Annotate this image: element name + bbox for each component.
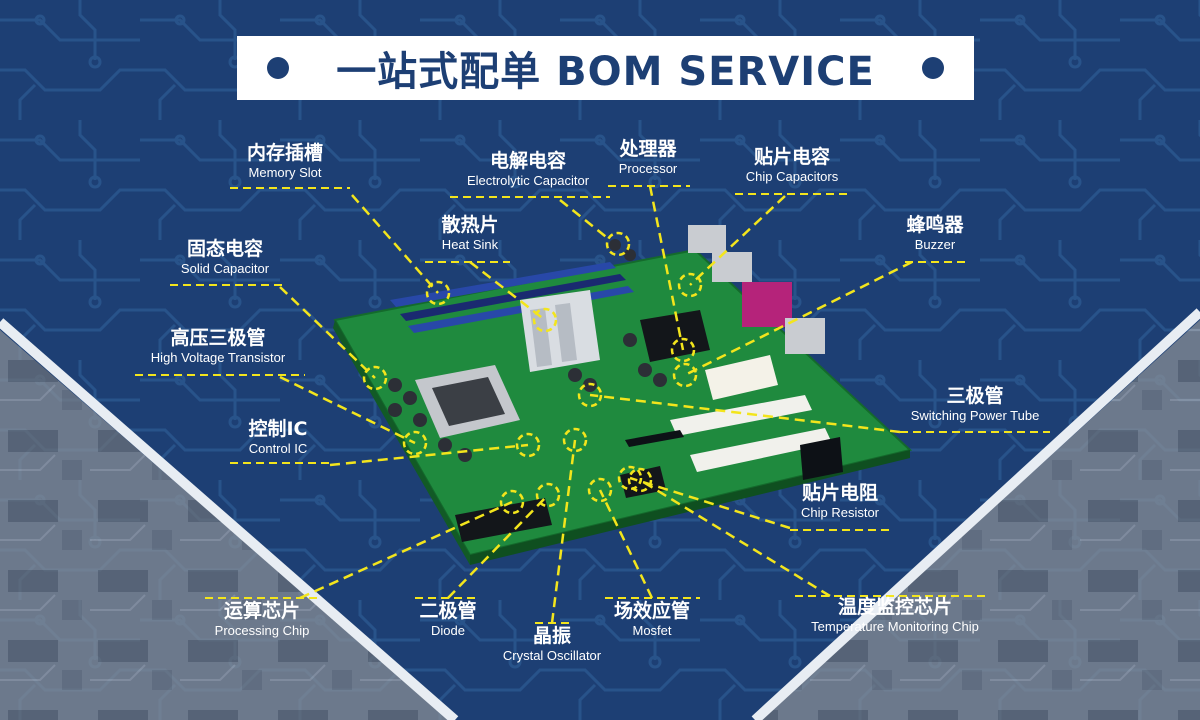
leader-line (589, 393, 901, 434)
component-label-chinese: 散热片 (441, 214, 499, 236)
component-label-chinese: 贴片电阻 (801, 482, 878, 504)
component-label-english: Switching Power Tube (910, 408, 1040, 423)
leader-line (639, 478, 831, 598)
component-label-chinese: 二极管 (419, 600, 477, 622)
component-label-english: Crystal Oscillator (502, 648, 602, 663)
leader-line (279, 286, 376, 379)
component-label-english: Control IC (248, 441, 308, 456)
target-marker (362, 365, 388, 391)
component-label-english: Processor (618, 161, 678, 176)
target-marker (605, 231, 631, 257)
component-label-chinese: 控制IC (248, 418, 308, 440)
component-label-chinese: 蜂鸣器 (906, 214, 964, 236)
component-label-english: Buzzer (914, 237, 956, 252)
component-label-chinese: 运算芯片 (223, 600, 300, 622)
component-label-english: Solid Capacitor (180, 261, 270, 276)
leader-line (299, 500, 513, 600)
component-label-english: Heat Sink (441, 237, 499, 252)
leader-line (469, 261, 546, 321)
component-label-english: Mosfet (632, 623, 672, 638)
leader-line (689, 195, 786, 286)
banner-dot-left (267, 57, 289, 79)
component-label-english: Electrolytic Capacitor (466, 173, 590, 188)
target-marker (562, 427, 588, 453)
component-label-chinese: 处理器 (619, 138, 677, 160)
component-label-chinese: 固态电容 (186, 238, 263, 260)
leader-line (648, 185, 685, 351)
leader-line (559, 199, 611, 241)
target-marker (515, 432, 541, 458)
title-banner: 一站式配单 BOM SERVICE (237, 36, 974, 100)
component-label-chinese: 三极管 (946, 385, 1004, 407)
component-label-english: Diode (431, 623, 465, 638)
target-marker (532, 307, 558, 333)
target-marker (672, 362, 698, 388)
target-marker (577, 382, 603, 408)
component-label-english: High Voltage Transistor (150, 350, 286, 365)
banner-dot-right (922, 57, 944, 79)
component-label-english: Temperature Monitoring Chip (811, 619, 979, 634)
target-marker (677, 272, 703, 298)
target-marker (670, 337, 696, 363)
target-marker (535, 482, 561, 508)
component-label-english: Chip Resistor (800, 505, 880, 520)
component-label-chinese: 晶振 (532, 625, 571, 647)
component-label-english: Processing Chip (214, 623, 310, 638)
component-label-chinese: 高压三极管 (170, 327, 266, 349)
leader-line (684, 260, 913, 377)
leader-line (351, 194, 439, 294)
leader-line (447, 494, 549, 599)
leader-line (629, 476, 791, 530)
leader-line (598, 489, 654, 599)
component-label-chinese: 内存插槽 (246, 142, 324, 164)
target-marker (617, 465, 643, 491)
pci-slots (625, 395, 843, 480)
component-label-english: Chip Capacitors (745, 169, 839, 184)
component-label-chinese: 场效应管 (613, 600, 691, 622)
component-label-chinese: 电解电容 (489, 150, 567, 172)
leader-line (279, 375, 416, 445)
target-marker (499, 489, 525, 515)
page-title: 一站式配单 BOM SERVICE (336, 49, 875, 95)
io-ports (688, 225, 825, 354)
target-marker (627, 467, 653, 493)
target-marker (425, 280, 451, 306)
target-marker (587, 477, 613, 503)
power-connector (705, 355, 778, 400)
component-label-chinese: 温度监控芯片 (837, 596, 953, 618)
leader-line (329, 443, 529, 467)
heat-sink (520, 290, 600, 372)
leader-line (550, 439, 577, 624)
component-label-english: Memory Slot (248, 165, 322, 180)
cpu-socket (415, 365, 520, 438)
component-label-chinese: 贴片电容 (753, 146, 830, 168)
target-marker (402, 430, 428, 456)
